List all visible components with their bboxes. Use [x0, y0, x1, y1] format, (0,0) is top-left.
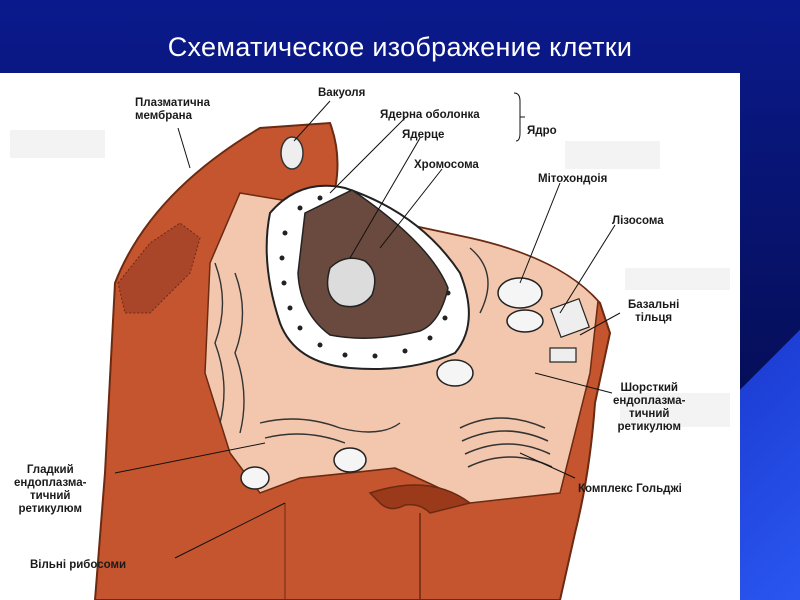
label-lysosome: Лізосома	[612, 215, 664, 227]
placeholder-box	[625, 268, 730, 290]
membrane-groove	[368, 484, 472, 514]
label-chromosome: Хромосома	[414, 159, 479, 171]
placeholder-box	[10, 130, 105, 158]
cell-diagram	[93, 92, 621, 600]
membrane-fuzzy-edge	[117, 222, 201, 314]
label-nucleus: Ядро	[527, 125, 557, 137]
slide-title: Схематическое изображение клетки	[167, 32, 633, 62]
vacuole	[280, 136, 304, 170]
nucleoplasm	[297, 189, 449, 339]
placeholder-box	[565, 141, 660, 169]
leader-lines	[114, 92, 621, 559]
nucleolus	[326, 257, 376, 308]
placeholder-box	[620, 393, 730, 427]
label-vacuole: Вакуоля	[318, 87, 366, 99]
label-mitochondrion: Мітохондоія	[538, 173, 608, 185]
rough-er	[214, 247, 489, 434]
smooth-er	[259, 418, 401, 444]
label-free-ribosomes: Вільні рибосоми	[30, 559, 127, 571]
mitochondria	[240, 277, 544, 490]
label-nuclear-envelope: Ядерна оболонка	[380, 109, 480, 121]
label-golgi: Комплекс Гольджі	[578, 483, 682, 495]
basal-bodies	[549, 298, 590, 363]
label-nucleolus: Ядерце	[402, 129, 445, 141]
